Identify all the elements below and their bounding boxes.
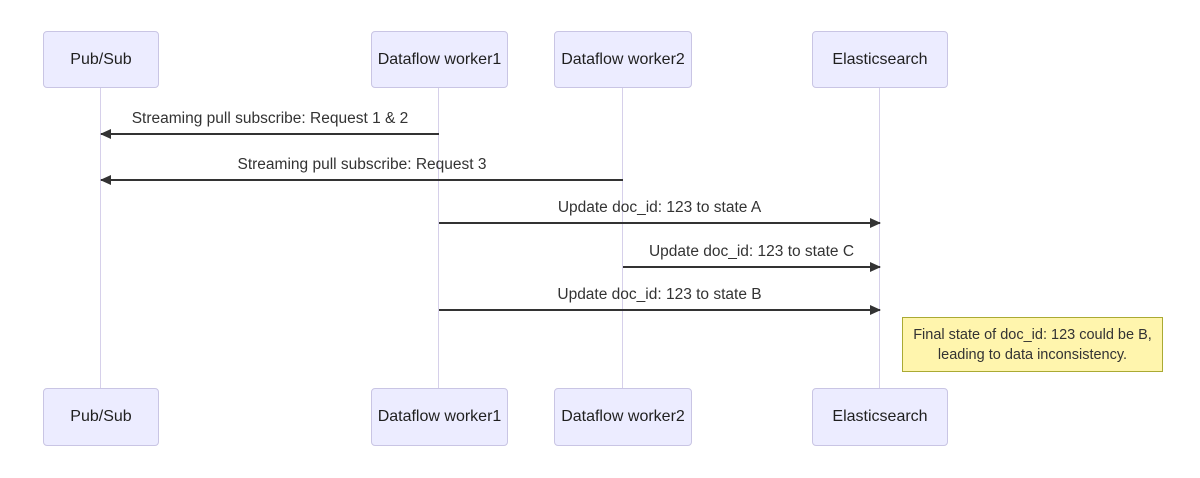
actor-label-worker2: Dataflow worker2 xyxy=(561,50,685,68)
actor-label-worker1: Dataflow worker1 xyxy=(377,408,502,425)
actor-box-elasticsearch-top: Elasticsearch xyxy=(812,31,948,88)
actor-label-pubsub: Pub/Sub xyxy=(70,50,132,68)
actor-label-elasticsearch: Elasticsearch xyxy=(832,50,928,68)
note-box: Final state of doc_id: 123 could be B, l… xyxy=(902,317,1163,372)
lifeline-pubsub xyxy=(100,88,101,388)
message-3-label: Update doc_id: 123 to state A xyxy=(557,199,762,216)
actor-box-worker2-top: Dataflow worker2 xyxy=(554,31,692,88)
actor-box-worker1-bottom: Dataflow worker1 xyxy=(371,388,508,446)
message-1-label: Streaming pull subscribe: Request 1 & 2 xyxy=(131,110,409,127)
note-text-line1: Final state of doc_id: 123 could be B, xyxy=(913,326,1152,343)
actor-label-pubsub: Pub/Sub xyxy=(70,408,132,425)
actor-label-worker1: Dataflow worker1 xyxy=(377,50,502,68)
lifeline-elasticsearch xyxy=(879,88,880,388)
arrowhead-right-icon xyxy=(870,305,881,315)
actor-box-pubsub-bottom: Pub/Sub xyxy=(43,388,159,446)
actor-box-worker2-bottom: Dataflow worker2 xyxy=(554,388,692,446)
actor-box-pubsub-top: Pub/Sub xyxy=(43,31,159,88)
actor-box-worker1-top: Dataflow worker1 xyxy=(371,31,508,88)
actor-label-elasticsearch: Elasticsearch xyxy=(832,408,928,425)
note-text-line2: leading to data inconsistency. xyxy=(937,346,1128,363)
message-1-line xyxy=(101,133,439,135)
arrowhead-right-icon xyxy=(870,218,881,228)
message-3: Update doc_id: 123 to state A xyxy=(439,196,881,228)
message-5: Update doc_id: 123 to state B xyxy=(439,283,881,315)
message-3-line xyxy=(439,222,880,224)
actor-box-elasticsearch-bottom: Elasticsearch xyxy=(812,388,948,446)
message-4: Update doc_id: 123 to state C xyxy=(623,240,881,272)
message-5-line xyxy=(439,309,880,311)
message-5-label: Update doc_id: 123 to state B xyxy=(557,286,762,303)
lifeline-worker1 xyxy=(438,88,439,388)
message-4-line xyxy=(623,266,880,268)
arrowhead-left-icon xyxy=(100,175,111,185)
message-2-line xyxy=(101,179,623,181)
message-2: Streaming pull subscribe: Request 3 xyxy=(100,153,623,185)
message-1: Streaming pull subscribe: Request 1 & 2 xyxy=(100,107,439,139)
message-2-label: Streaming pull subscribe: Request 3 xyxy=(237,156,487,173)
arrowhead-right-icon xyxy=(870,262,881,272)
lifeline-worker2 xyxy=(622,88,623,388)
actor-label-worker2: Dataflow worker2 xyxy=(561,408,685,425)
message-4-label: Update doc_id: 123 to state C xyxy=(648,243,855,260)
arrowhead-left-icon xyxy=(100,129,111,139)
